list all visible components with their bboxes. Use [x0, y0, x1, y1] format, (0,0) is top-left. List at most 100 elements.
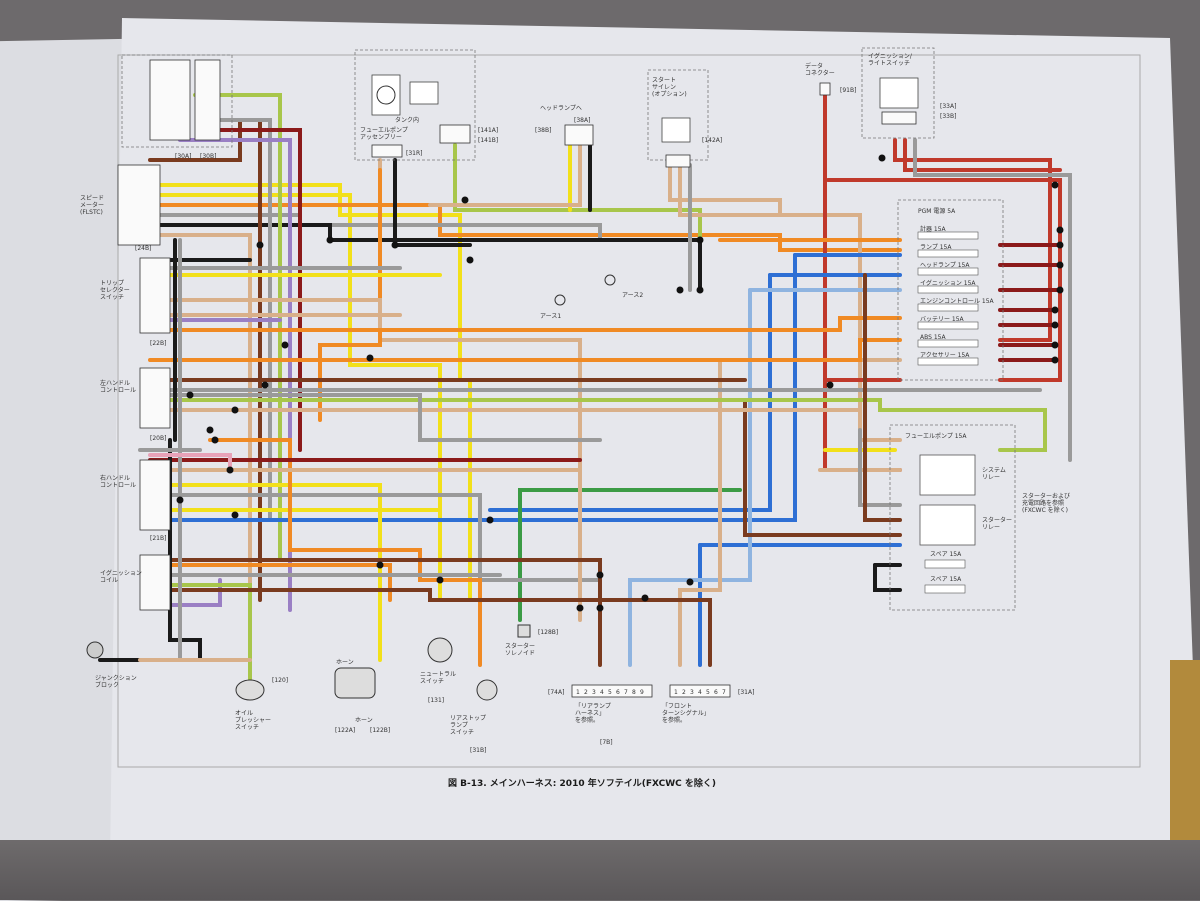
fuse-2: [917, 267, 979, 276]
junction-dot-2: [391, 241, 399, 249]
fuel-pump-assembly: タンク内 フューエルポンプアッセンブリー [141A] [141B] [31R]: [354, 49, 498, 161]
ref-141b: [141B]: [478, 137, 498, 144]
ref-131b: [31B]: [470, 747, 486, 754]
wire-brown-65: [168, 558, 602, 667]
fuel-pump-label: フューエルポンプアッセンブリー: [360, 126, 408, 141]
wire-tan-52: [148, 298, 382, 332]
ref-91b: [91B]: [840, 87, 856, 94]
wire-lightgreen-48: [148, 398, 1047, 452]
junction-dot-26: [1056, 241, 1064, 249]
wire-yellow-0: [148, 183, 472, 602]
wire-gray-51: [148, 393, 602, 442]
pins-rear-pin-3: 4: [600, 689, 604, 696]
neutral-label: ニュートラルスイッチ: [420, 671, 456, 685]
ref-31r: [31R]: [406, 150, 423, 157]
starter-solenoid-label: スターターソレノイド: [505, 642, 535, 657]
wire-lightblue-40: [628, 288, 752, 667]
data-connector-label: データコネクター: [805, 62, 835, 77]
ref-128b: [128B]: [538, 629, 558, 636]
horn-label: ホーン: [336, 659, 354, 666]
fuse-5: [917, 321, 979, 330]
ref-7a: [74A]: [548, 689, 564, 696]
wire-orange-66: [148, 563, 392, 602]
left-components: スピードメーター(FLSTC) トリップセレクタースイッチ 左ハンドルコントロー…: [80, 164, 171, 689]
junction-dot-12: [186, 391, 194, 399]
ground1-label: アース1: [540, 313, 561, 320]
junction-dot-30: [1051, 321, 1059, 329]
wire-yellow-59: [148, 483, 382, 662]
pins-rear-pin-0: 1: [576, 689, 580, 696]
ref-122a: [122A]: [335, 727, 355, 734]
front-turn-label: 「フロントターンシグナル」を参照。: [662, 703, 710, 724]
figure-caption: 図 B-13. メインハーネス: 2010 年ソフテイル(FXCWC を除く): [448, 777, 716, 789]
ref-131: [131]: [428, 697, 444, 704]
ignition-label: イグニッション/ライトスイッチ: [868, 52, 913, 67]
wire-red-24: [903, 138, 1062, 172]
fuse-label-2: ヘッドランプ 15A: [920, 262, 970, 269]
bottom-components: オイルプレッシャースイッチ [120] ホーン ホーン [122A] [122B…: [235, 624, 754, 754]
junction-dot-13: [211, 436, 219, 444]
diagram-frame: [117, 54, 1141, 768]
ref-30b: [30B]: [200, 153, 216, 160]
spare2-label: スペア 15A: [930, 576, 962, 583]
wire-blue-36: [488, 273, 772, 512]
relay-block: フューエルポンプ 15A システムリレー スターターリレー スペア 15A スペ…: [889, 424, 1016, 611]
fuse-0: [917, 231, 979, 240]
left-comp-1: トリップセレクタースイッチ: [100, 280, 130, 301]
wire-orange-2: [128, 203, 902, 252]
fuse-label-6: ABS 15A: [920, 334, 946, 341]
wire-red-22: [826, 178, 1062, 382]
siren-label: スタートサイレン(オプション): [652, 76, 687, 98]
junction-dot-11: [206, 426, 214, 434]
ref-33a: [33A]: [940, 103, 956, 110]
pins-front-pin-2: 3: [690, 689, 694, 696]
starter-relay-label: スターターリレー: [982, 516, 1012, 531]
wire-tan-16: [428, 143, 582, 207]
wire-gray-7: [198, 118, 272, 522]
junction-dot-28: [1056, 286, 1064, 294]
ref-21b: [21B]: [150, 535, 166, 542]
junction-dot-36: [696, 286, 704, 294]
speedometer-connector-top: [30A] [30B]: [121, 54, 233, 160]
junction-dot-19: [486, 516, 494, 524]
wire-brown-45: [743, 398, 902, 537]
junction-dot-25: [826, 381, 834, 389]
wire-gray-25: [913, 138, 1072, 462]
fuse-label-5: バッテリー 15A: [920, 316, 965, 323]
ref-38a: [38A]: [574, 117, 590, 124]
wire-orange-12: [318, 168, 382, 422]
junction-dot-1: [326, 236, 334, 244]
wire-darkred-9: [218, 128, 302, 452]
fuel-pump-small: タンク内: [395, 116, 419, 124]
ref-120: [120]: [272, 677, 288, 684]
pins-rear-pin-1: 2: [584, 689, 588, 696]
fuse-label-3: イグニッション 15A: [920, 279, 976, 287]
wire-orange-62: [208, 438, 482, 667]
wire-brown-70: [158, 588, 712, 667]
wire-orange-56: [148, 316, 902, 332]
ref-33b: [33B]: [940, 113, 956, 120]
wire-tan-43: [678, 358, 722, 667]
fuse-6: [917, 339, 979, 348]
left-comp-3: 右ハンドルコントロール: [100, 474, 136, 489]
wire-green-41: [518, 488, 742, 622]
wire-group: [98, 93, 1072, 682]
wire-blue-34: [158, 253, 797, 522]
pins-rear-pin-5: 6: [616, 689, 620, 696]
wire-pink-80: [148, 453, 232, 472]
ref-24b: [24B]: [135, 245, 151, 252]
fuse-label-7: アクセサリー 15A: [920, 352, 970, 359]
rear-lamp-label: 「リアランプハーネス」を参照。: [575, 703, 611, 724]
wire-gray-61: [148, 493, 602, 582]
junction-dots: [176, 154, 1064, 612]
wire-yellow-1: [148, 193, 442, 602]
junction-dot-4: [461, 196, 469, 204]
relay-block-title: フューエルポンプ 15A: [905, 432, 967, 440]
pins-rear-pin-6: 7: [624, 689, 628, 696]
fuse-label-4: エンジンコントロール 15A: [920, 298, 995, 305]
wire-brown-83: [863, 273, 902, 522]
junction-dot-31: [1051, 341, 1059, 349]
headlamp-label: ヘッドランプへ: [540, 105, 582, 112]
pins-rear-pin-7: 8: [632, 689, 636, 696]
